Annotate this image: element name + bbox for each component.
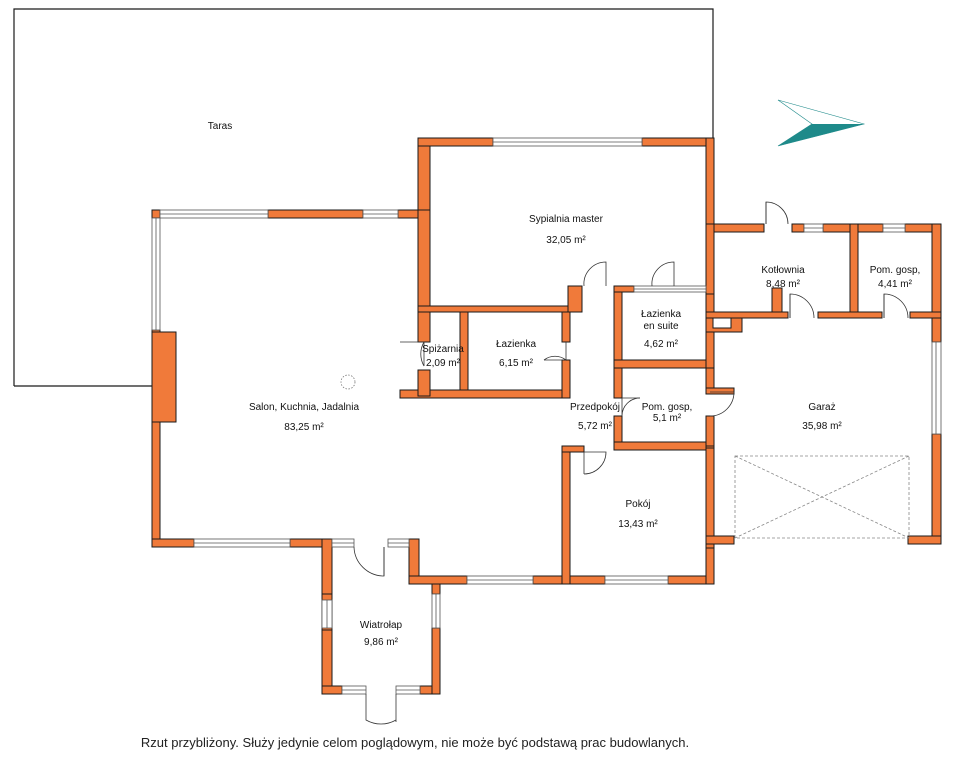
room-label-pomgosp1: Pom. gosp,: [870, 265, 921, 276]
garage-door: [734, 455, 910, 539]
wall-notch: [712, 317, 732, 329]
room-area-pokoj: 13,43 m²: [618, 519, 658, 530]
room-label-sypialnia: Sypialnia master: [529, 214, 604, 225]
compass-icon: [777, 99, 866, 147]
room-area-lazienka-suite: 4,62 m²: [644, 339, 679, 350]
room-label-garaz: Garaż: [808, 402, 835, 413]
room-area-lazienka: 6,15 m²: [499, 358, 534, 369]
room-area-sypialnia: 32,05 m²: [546, 235, 586, 246]
terrace-outline: [13, 8, 714, 387]
room-area-pomgosp1: 4,41 m²: [878, 279, 913, 290]
windows: [151, 137, 942, 695]
room-label-taras: Taras: [208, 121, 232, 132]
room-area-przedpokoj: 5,72 m²: [578, 421, 613, 432]
room-area-salon: 83,25 m²: [284, 422, 324, 433]
room-area-wiatrolap: 9,86 m²: [364, 637, 399, 648]
room-label-lazienka: Łazienka: [496, 339, 536, 350]
room-label-spizarnia: Spiżarnia: [422, 344, 464, 355]
doors: [353, 201, 909, 725]
walls: [151, 137, 942, 695]
room-label-lazienka-suite-2: en suite: [643, 321, 678, 332]
room-label-salon: Salon, Kuchnia, Jadalnia: [249, 402, 360, 413]
room-area-spizarnia: 2,09 m²: [426, 358, 461, 369]
room-label-kotlownia: Kotłownia: [761, 265, 805, 276]
lamp-symbol: [340, 374, 356, 390]
room-label-wiatrolap: Wiatrołap: [360, 620, 403, 631]
room-label-pomgosp2: Pom. gosp,: [642, 402, 693, 413]
room-area-pomgosp2: 5,1 m²: [653, 413, 682, 424]
room-label-lazienka-suite: Łazienka: [641, 309, 681, 320]
disclaimer-text: Rzut przybliżony. Służy jedynie celom po…: [140, 735, 690, 750]
room-area-garaz: 35,98 m²: [802, 421, 842, 432]
room-label-pokoj: Pokój: [625, 499, 650, 510]
room-label-przedpokoj: Przedpokój: [570, 402, 620, 413]
room-area-kotlownia: 8,48 m²: [766, 279, 801, 290]
room-labels: Taras Sypialnia master 32,05 m² Kotłowni…: [208, 121, 921, 648]
